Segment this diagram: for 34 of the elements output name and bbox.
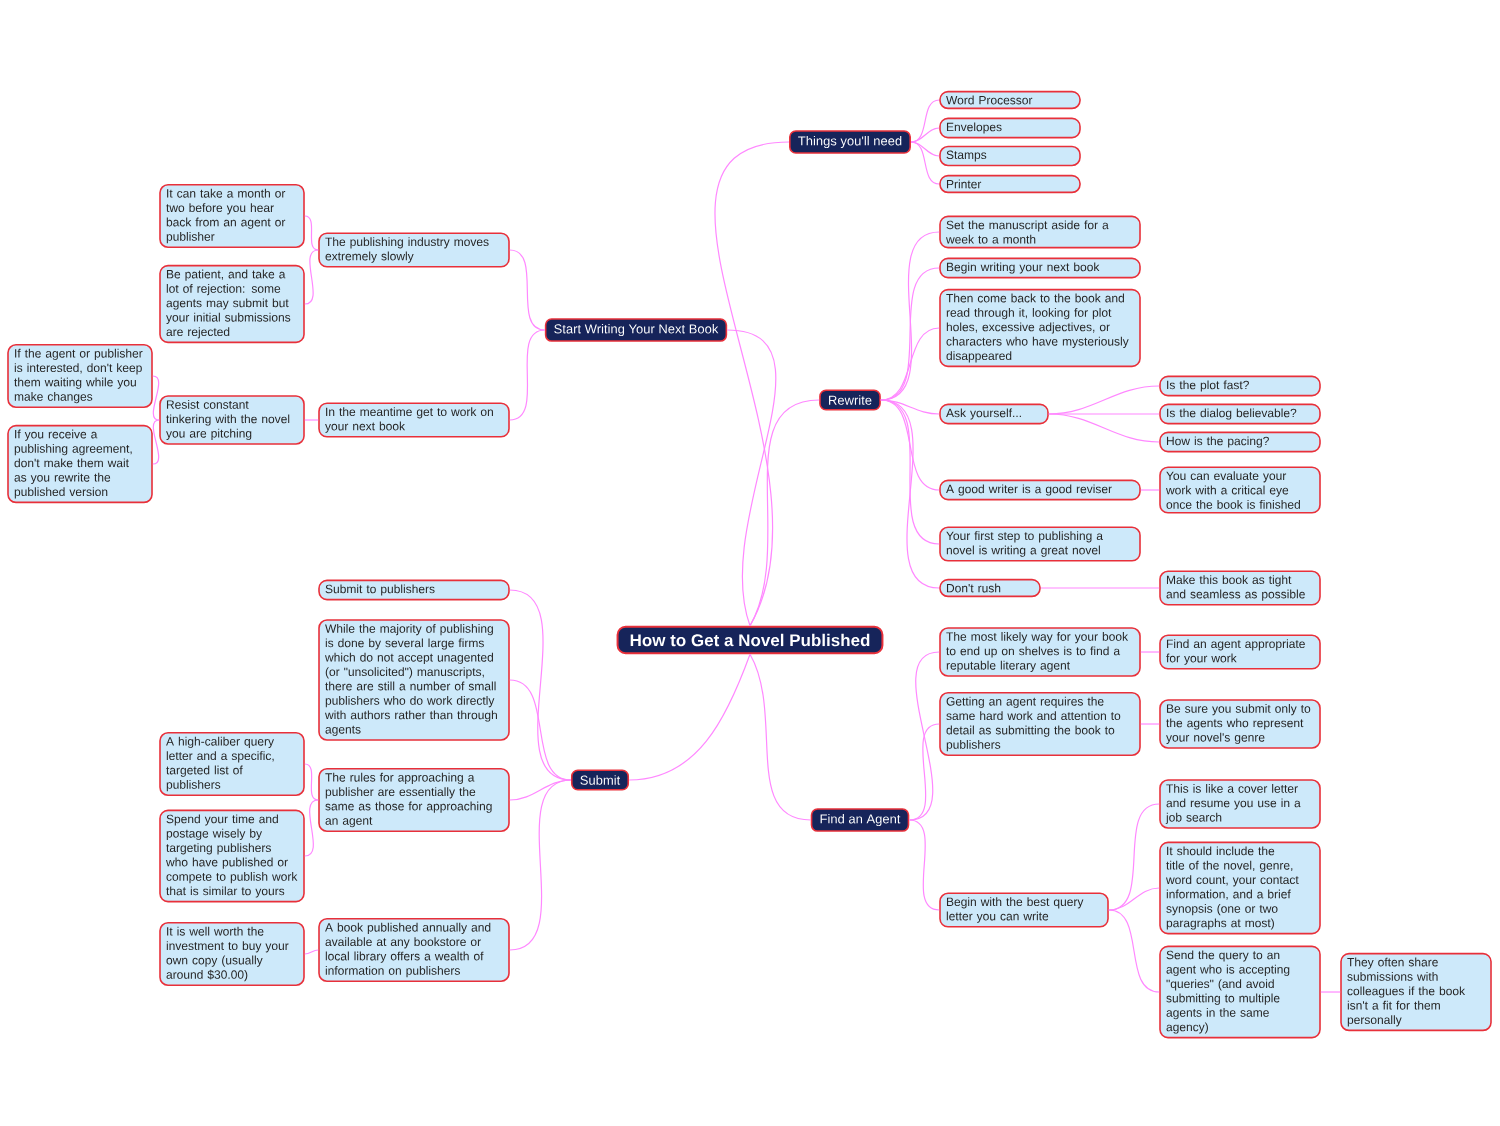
- connector: [304, 215, 319, 251]
- connector: [509, 249, 546, 331]
- connector: [1048, 413, 1160, 415]
- connector: [880, 327, 940, 401]
- connector: [304, 799, 319, 857]
- connector: [908, 723, 940, 821]
- connector: [152, 419, 160, 465]
- connector: [880, 399, 940, 589]
- connector: [1140, 723, 1160, 725]
- connector: [1108, 909, 1160, 993]
- connector: [304, 249, 319, 305]
- connector: [1140, 489, 1160, 491]
- connector: [1108, 887, 1160, 911]
- connector: [1140, 651, 1160, 653]
- connector: [749, 653, 812, 821]
- connector: [509, 779, 572, 951]
- connector: [304, 763, 319, 801]
- connector: [726, 329, 777, 627]
- connector: [628, 653, 751, 781]
- connector: [910, 127, 940, 143]
- connector: [1320, 991, 1341, 993]
- connector: [1040, 587, 1160, 589]
- connector: [304, 419, 319, 421]
- connector: [715, 141, 790, 627]
- connector: [910, 141, 940, 185]
- connector: [509, 329, 546, 421]
- connector: [304, 949, 319, 955]
- connector: [908, 819, 940, 911]
- central-topic: How to Get a Novel Published: [616, 625, 884, 655]
- connector: [152, 375, 160, 421]
- connector: [509, 679, 572, 781]
- connector: [1048, 413, 1160, 443]
- connector: [910, 141, 940, 157]
- connector: [749, 399, 820, 627]
